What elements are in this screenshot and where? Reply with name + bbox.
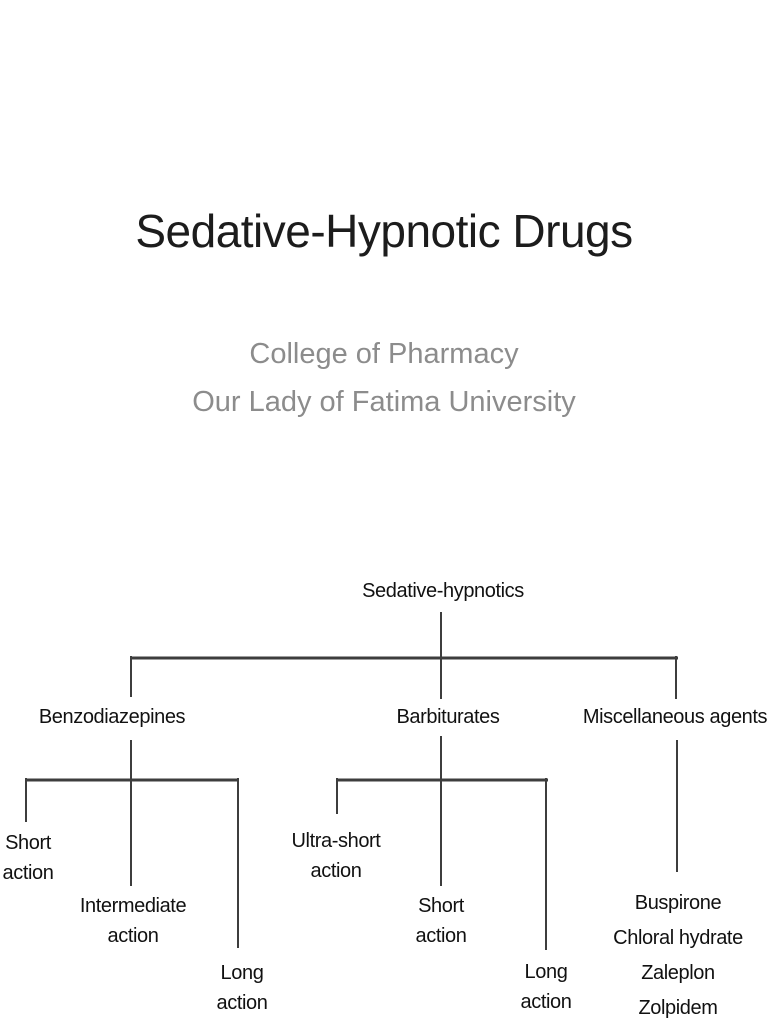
leaf-node-barb-ultra-short-action: Ultra-short action: [291, 830, 381, 882]
subtitle-line-1: College of Pharmacy: [249, 338, 519, 370]
leaf-node-benzo-long-action: Long action: [216, 962, 268, 1014]
misc-agent-zaleplon: Zaleplon: [641, 962, 715, 984]
leaf-node-barb-short-action: Short action: [415, 895, 467, 947]
misc-agent-zolpidem: Zolpidem: [638, 997, 718, 1019]
misc-agents-list: Buspirone Chloral hydrate Zaleplon Zolpi…: [613, 886, 743, 1024]
leaf-node-barb-long-action: Long action: [520, 961, 572, 1013]
slide-subtitle: College of Pharmacy Our Lady of Fatima U…: [0, 330, 768, 426]
leaf-node-benzo-intermediate-action: Intermediate action: [79, 895, 187, 947]
branch-node-benzodiazepines: Benzodiazepines: [38, 706, 186, 728]
misc-agent-chloral-hydrate: Chloral hydrate: [613, 927, 743, 949]
subtitle-line-2: Our Lady of Fatima University: [192, 386, 576, 418]
leaf-node-benzo-short-action: Short action: [2, 832, 54, 884]
branch-node-barbiturates: Barbiturates: [396, 706, 500, 728]
slide-title: Sedative-Hypnotic Drugs: [135, 205, 633, 257]
root-node: Sedative-hypnotics: [362, 580, 524, 602]
branch-node-miscellaneous-agents: Miscellaneous agents: [582, 706, 768, 728]
misc-agent-buspirone: Buspirone: [634, 892, 722, 914]
